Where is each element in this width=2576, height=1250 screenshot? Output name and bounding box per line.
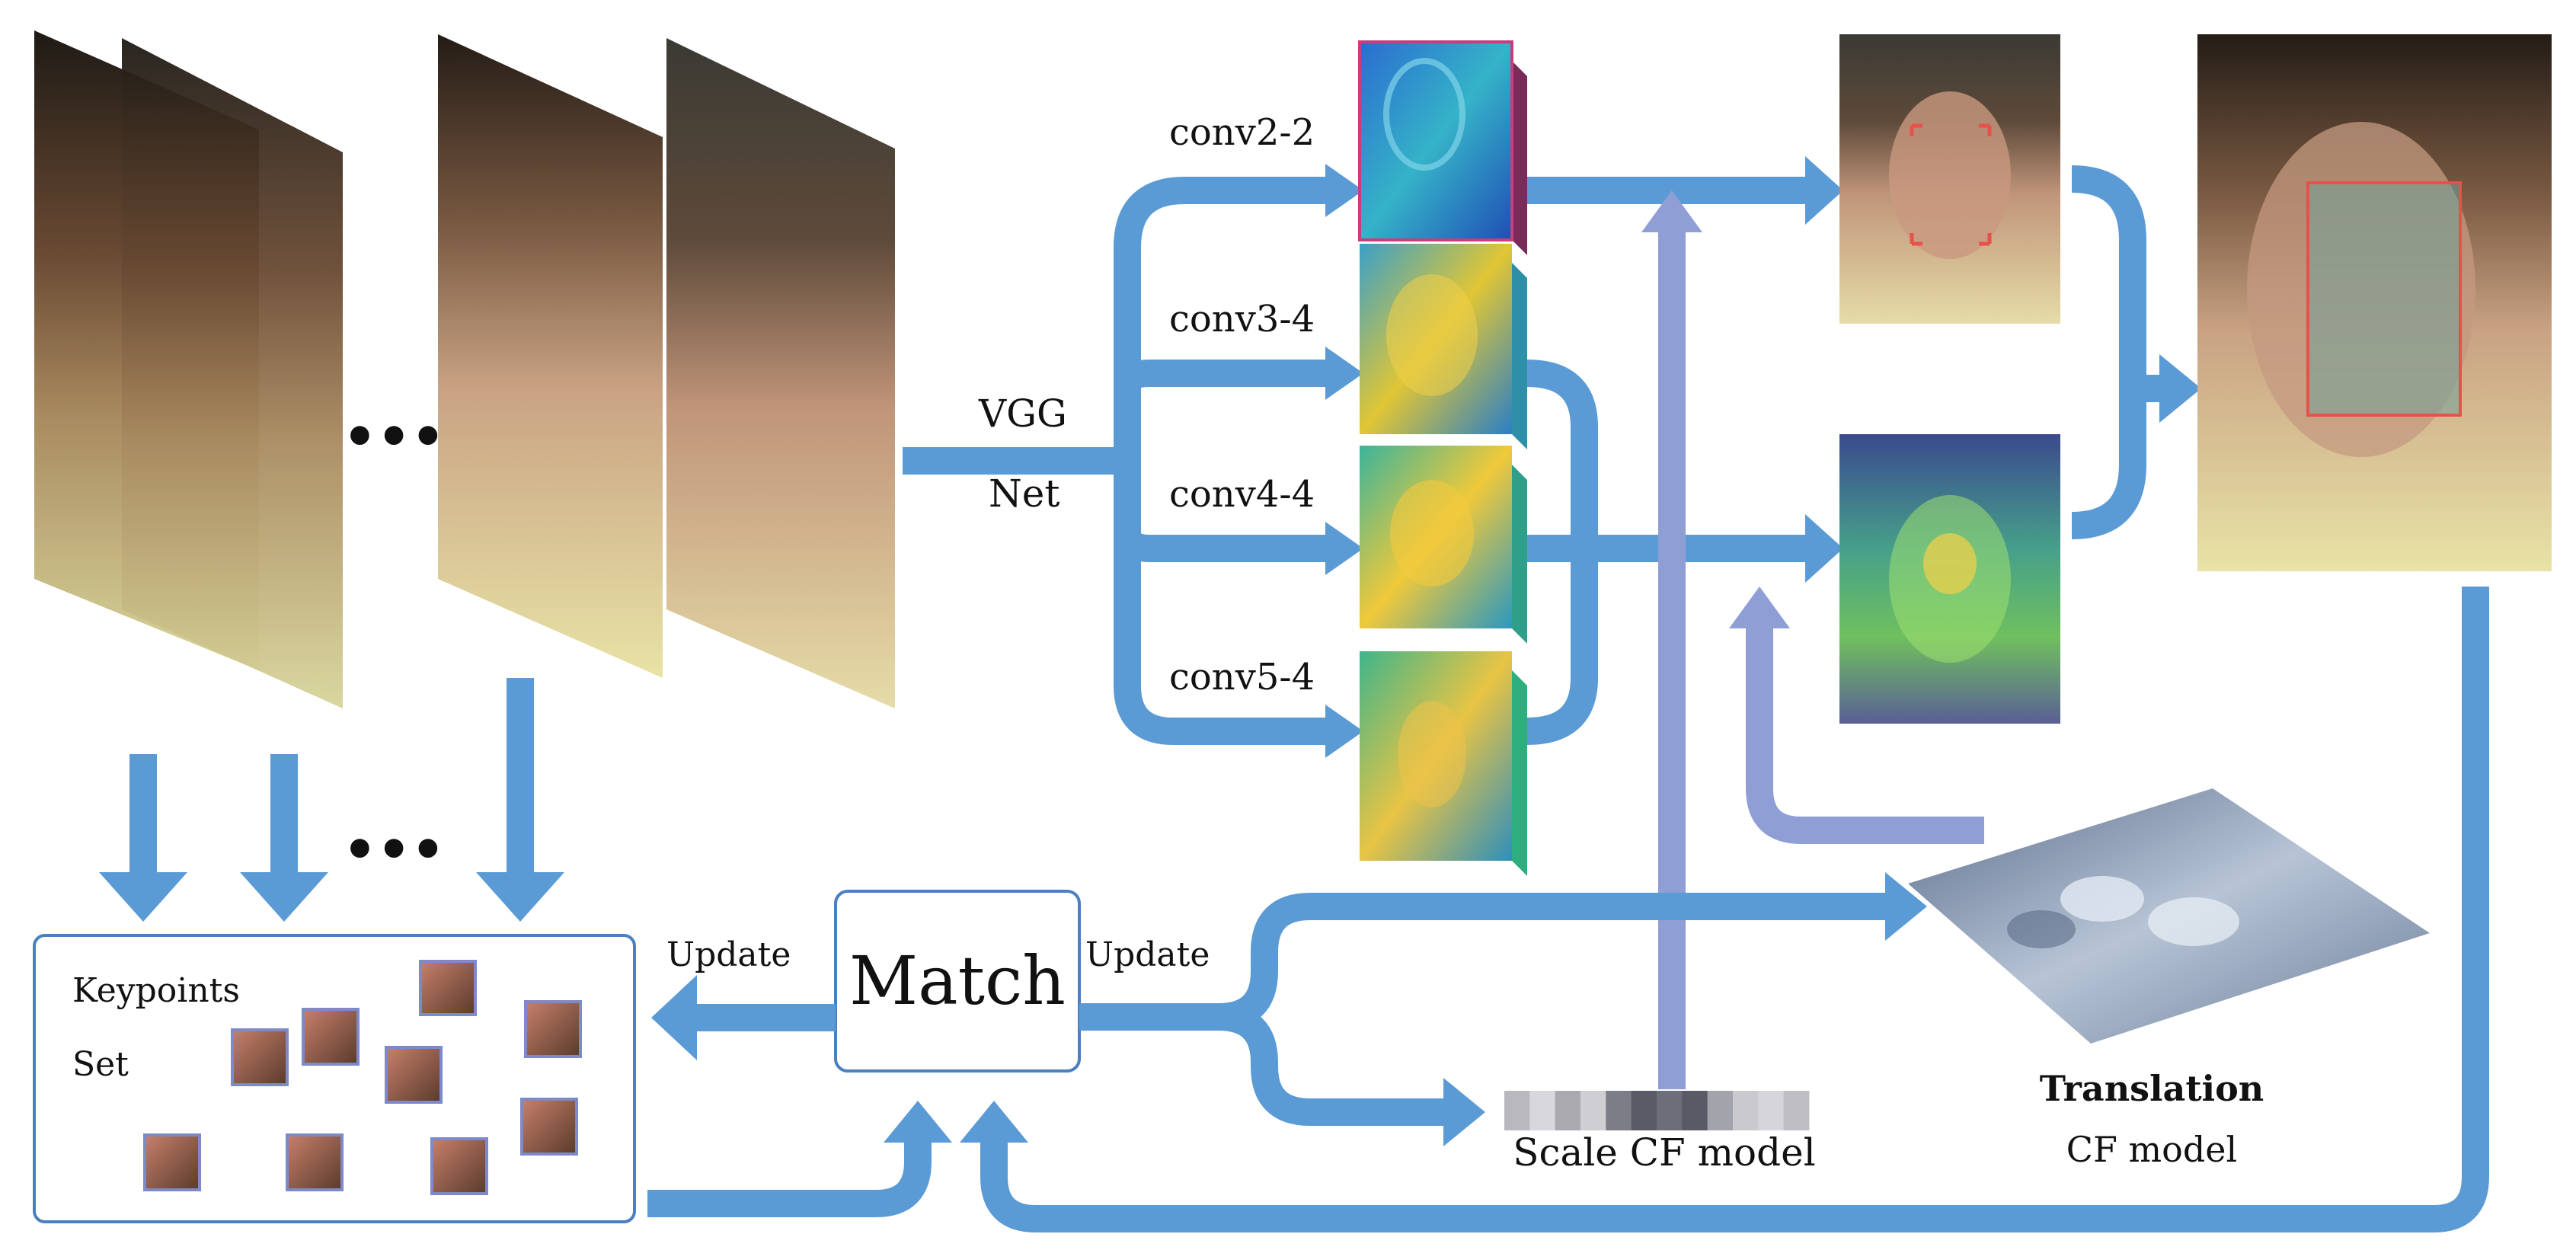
result-feedback-arrow	[980, 587, 2489, 1232]
translation-cf-surface	[1908, 788, 2430, 1044]
patch-4	[302, 1008, 360, 1066]
scale-cell	[1631, 1091, 1657, 1130]
frame-2	[122, 38, 343, 708]
result-curves	[2071, 165, 2163, 539]
patch-3	[231, 1028, 289, 1086]
labels: ••• ••• VGG Net conv2-2 conv3-4 conv4-4 …	[72, 111, 2264, 1175]
feature-map-conv4-4	[1360, 446, 1527, 644]
branch-conv5-4	[1114, 533, 1325, 745]
match-box	[834, 890, 1081, 1073]
match-label: Match	[849, 941, 1066, 1020]
heatmap-face-image	[1839, 434, 2060, 724]
scale-cell	[1783, 1091, 1810, 1130]
feature-map-conv5-4	[1360, 651, 1527, 876]
patch-6	[520, 1098, 578, 1156]
keypoints-label-line1: Keypoints	[72, 971, 240, 1010]
arrowhead-into-match-left	[884, 1101, 952, 1143]
scale-cell	[1682, 1091, 1708, 1130]
scale-arrowhead	[1641, 190, 1702, 232]
patch-7	[143, 1133, 201, 1191]
feature-maps	[1358, 40, 1527, 876]
update-label-left: Update	[666, 935, 791, 974]
feature-map-conv2-2	[1358, 40, 1527, 255]
match-arrows	[651, 975, 836, 1060]
patch-8	[286, 1133, 344, 1191]
input-down-arrows	[99, 678, 564, 922]
translation-label-line2: CF model	[2066, 1129, 2237, 1170]
arrowhead-to-translation	[1885, 872, 1927, 941]
update-split-arrows	[1079, 893, 1889, 1126]
ellipsis-top: •••	[343, 405, 445, 468]
arrowhead-into-match-right	[960, 1101, 1028, 1143]
scale-cell	[1504, 1091, 1530, 1130]
ellipsis-bottom: •••	[343, 818, 445, 881]
scale-cell	[1529, 1091, 1556, 1130]
layer-label-conv5-4: conv5-4	[1169, 656, 1315, 699]
scale-cell	[1580, 1091, 1606, 1130]
feature-map-conv3-4	[1360, 244, 1527, 449]
curve-from-keypoints-face	[2071, 165, 2163, 402]
vgg-branches	[903, 177, 1325, 745]
scale-cell	[1657, 1091, 1683, 1130]
branch-arrowheads	[1325, 164, 1363, 758]
vgg-label-line1: VGG	[978, 392, 1067, 436]
patch-2	[524, 1000, 582, 1058]
face-keypoints-image	[1839, 34, 2060, 324]
scale-cf-bar	[1504, 1091, 1810, 1130]
keypoints-label-line2: Set	[72, 1045, 129, 1084]
scale-cell	[1758, 1091, 1785, 1130]
keypoint-patches	[143, 960, 582, 1195]
scale-cell	[1555, 1091, 1581, 1130]
frame-3	[438, 34, 663, 678]
merge-arrowheads	[1805, 156, 1843, 583]
branch-conv3-4	[1114, 360, 1325, 390]
frame-4	[666, 38, 895, 708]
input-frames	[34, 30, 895, 708]
arrowhead-to-result	[2159, 354, 2201, 423]
patch-1	[419, 960, 477, 1016]
layer-label-conv4-4: conv4-4	[1169, 473, 1315, 516]
branch-conv2-2	[1114, 177, 1325, 461]
keypoints-to-match-arrow	[647, 1143, 932, 1217]
update-label-right: Update	[1085, 935, 1210, 974]
layer-label-conv2-2: conv2-2	[1169, 111, 1315, 154]
patch-9	[430, 1137, 488, 1195]
result-image	[2197, 34, 2552, 571]
scale-cell	[1606, 1091, 1632, 1130]
translation-label-line1: Translation	[2040, 1068, 2264, 1109]
scale-cell	[1733, 1091, 1759, 1130]
scale-cell	[1707, 1091, 1734, 1130]
tracking-bounding-box	[2306, 181, 2462, 417]
patch-5	[385, 1046, 443, 1104]
scale-cf-model-label: Scale CF model	[1513, 1130, 1816, 1175]
translation-arrowhead	[1729, 587, 1790, 628]
arrowhead-to-scale	[1443, 1078, 1485, 1146]
vgg-label-line2: Net	[989, 472, 1059, 516]
curve-from-heatmap-face	[2071, 388, 2146, 539]
layer-label-conv3-4: conv3-4	[1169, 298, 1315, 340]
translation-cf-arrow	[1746, 625, 1984, 844]
